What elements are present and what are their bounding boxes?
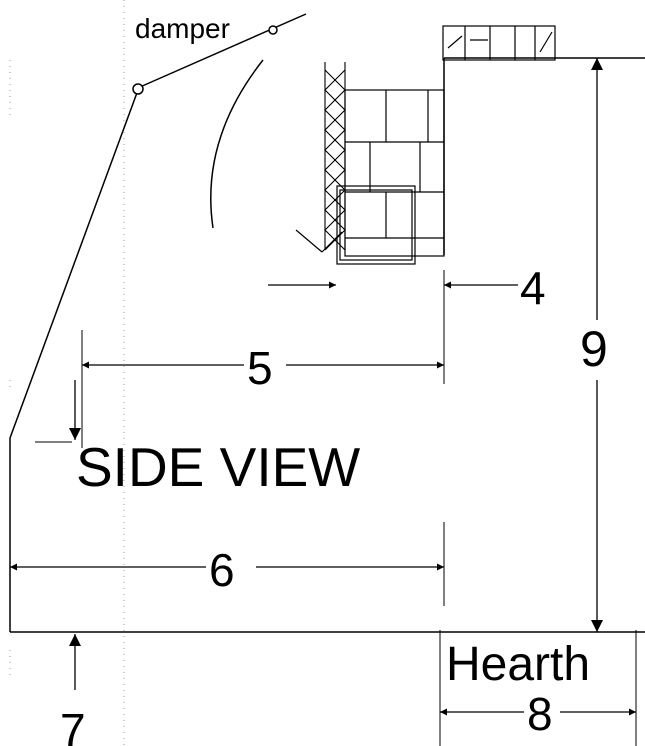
dim-6-label: 6 xyxy=(209,544,235,596)
firebox-outline xyxy=(9,57,645,633)
construction-lines xyxy=(9,0,125,746)
dim-4-label: 4 xyxy=(520,262,546,314)
damper-pivot xyxy=(132,83,144,95)
damper-assembly xyxy=(132,13,307,229)
dim-9-label: 9 xyxy=(580,321,608,377)
insulation-hatch xyxy=(324,62,346,251)
dimension-lines xyxy=(10,58,636,716)
smoke-shelf-masonry xyxy=(295,89,445,265)
damper-plate xyxy=(139,13,307,88)
hearth-label: Hearth xyxy=(446,638,590,691)
top-brick-band xyxy=(442,25,556,61)
damper-end xyxy=(268,25,278,35)
dim-8-label: 8 xyxy=(527,688,553,740)
dim-5-label: 5 xyxy=(247,342,273,394)
damper-swing-arc xyxy=(210,59,264,229)
extension-lines xyxy=(35,270,637,746)
diagram-title: SIDE VIEW xyxy=(76,436,360,498)
dim-7-label: 7 xyxy=(60,704,86,746)
damper-label: damper xyxy=(135,13,230,44)
